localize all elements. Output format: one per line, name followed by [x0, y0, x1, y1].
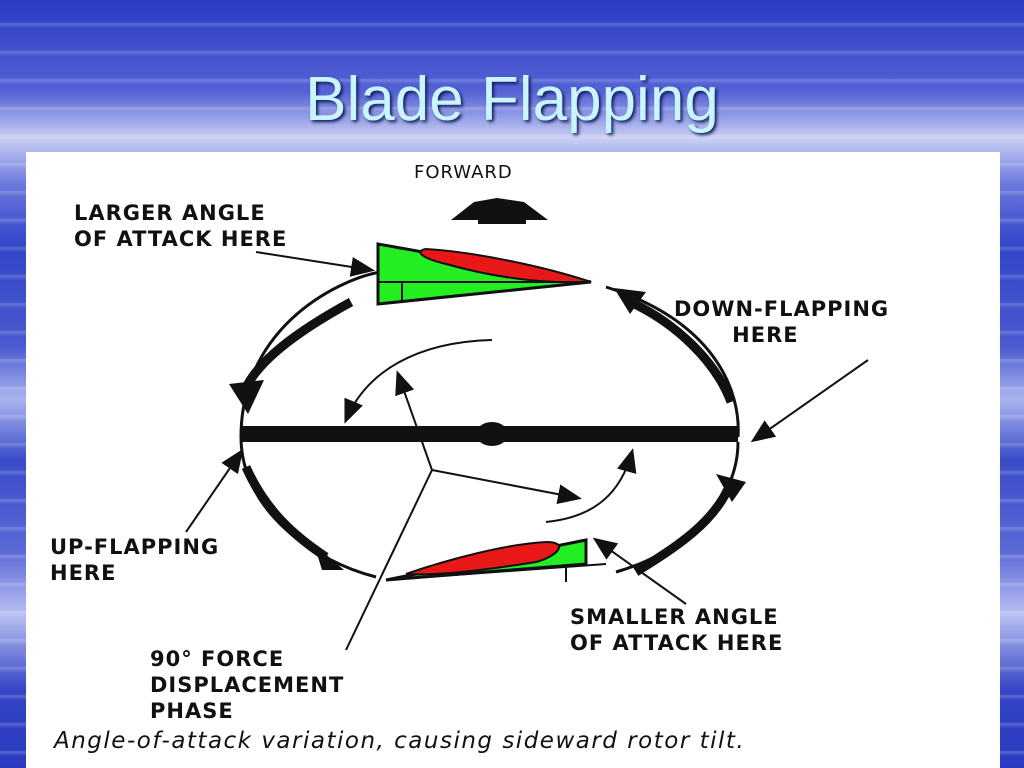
pointer-up-flapping: [185, 448, 244, 533]
lower-chord-line: [385, 563, 607, 581]
lower-airfoil: [405, 540, 560, 576]
phase-line-down: [345, 469, 433, 651]
rotation-arrowhead-upper-left: [229, 380, 264, 414]
up-flapping-label: UP-FLAPPING HERE: [50, 535, 220, 585]
rotor-diagram: [185, 198, 869, 651]
phase-line-right: [431, 469, 582, 505]
rotation-arrowhead-upper-right: [614, 288, 646, 314]
down-flapping-label: DOWN-FLAPPING HERE: [674, 297, 890, 347]
inner-arrow-upper: [344, 339, 493, 424]
rotation-arrow-upper-right: [624, 295, 736, 404]
diagram-caption: Angle-of-attack variation, causing sidew…: [54, 728, 746, 754]
force-displacement-label: 90° FORCE DISPLACEMENT PHASE: [150, 647, 345, 723]
rotation-arrow-lower-right: [633, 480, 736, 576]
pointer-down-flapping: [750, 359, 869, 443]
pointer-larger-angle: [255, 251, 375, 277]
larger-angle-label: LARGER ANGLE OF ATTACK HERE: [74, 201, 288, 251]
rotor-hub: [476, 422, 508, 446]
rotor-disc-outline-right: [605, 285, 740, 438]
slide-title: Blade Flapping: [305, 65, 719, 134]
rotation-arrowhead-lower-left: [314, 544, 344, 570]
rotation-arrow-upper-left: [239, 298, 354, 394]
rotor-disc-outline: [239, 270, 382, 438]
pointer-smaller-angle: [592, 537, 687, 605]
phase-line-up: [395, 370, 433, 471]
diagram-panel: FORWARD LARGER ANGLE OF ATTACK HERE DOWN…: [26, 152, 1000, 768]
rotor-disc-outline-bottom-left: [239, 436, 377, 579]
smaller-angle-label: SMALLER ANGLE OF ATTACK HERE: [570, 605, 784, 655]
forward-arrow-stem: [478, 212, 526, 224]
forward-label: FORWARD: [414, 162, 513, 183]
rotation-arrowhead-lower-right: [716, 474, 746, 502]
inner-arrow-lower: [545, 448, 637, 523]
rotation-arrow-lower-left: [241, 465, 329, 561]
